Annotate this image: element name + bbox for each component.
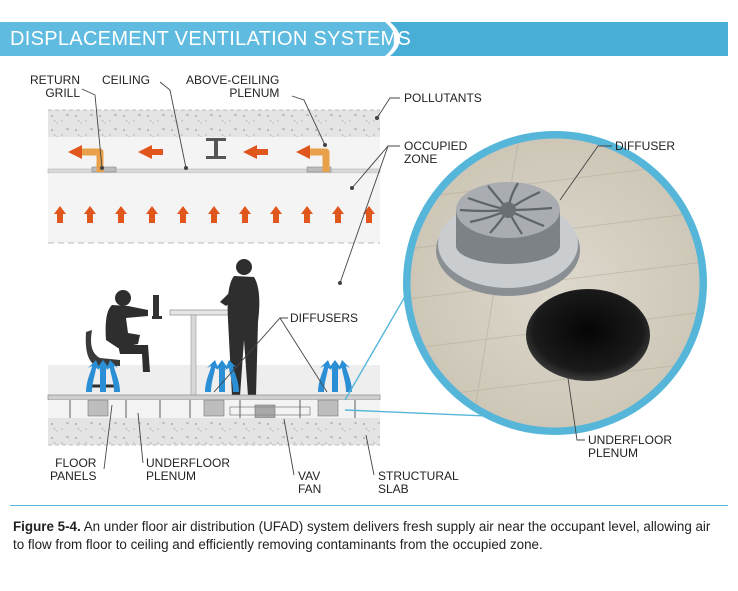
page-title: DISPLACEMENT VENTILATION SYSTEMS (10, 28, 412, 50)
raised-floor (47, 394, 381, 419)
floor-opening (526, 289, 650, 381)
label-occupied-zone: OCCUPIED ZONE (404, 139, 468, 166)
standing-person (220, 259, 260, 396)
label-ceiling: CEILING (102, 73, 151, 87)
label-structural-slab: STRUCTURAL SLAB (378, 469, 459, 496)
ceiling-slab (48, 109, 380, 137)
floor-diffuser-airflow (86, 360, 352, 392)
return-arrows (68, 145, 330, 172)
label-above-ceiling-plenum: ABOVE-CEILING PLENUM (186, 73, 280, 100)
label-underfloor-plenum-detail: UNDERFLOOR PLENUM (588, 433, 673, 460)
structural-slab (48, 418, 380, 446)
label-return-grill: RETURN GRILL (30, 73, 80, 100)
diffuser-detail-view (403, 131, 707, 435)
seated-person (85, 290, 150, 388)
label-diffuser: DIFFUSER (615, 139, 675, 153)
label-pollutants: POLLUTANTS (404, 91, 482, 105)
title-banner (0, 22, 728, 56)
i-beam (206, 138, 226, 159)
label-underfloor-plenum: UNDERFLOOR PLENUM (146, 456, 231, 483)
figure-caption: Figure 5-4. An under floor air distribut… (13, 518, 725, 554)
label-vav-fan: VAV FAN (298, 469, 322, 496)
return-grill-left (91, 166, 117, 173)
caption-divider (10, 505, 728, 506)
caption-text: An under floor air distribution (UFAD) s… (13, 519, 711, 552)
return-grill-right (306, 166, 332, 173)
label-diffusers: DIFFUSERS (290, 311, 359, 325)
ufad-diagram (47, 81, 707, 476)
label-floor-panels: FLOOR PANELS (50, 456, 97, 483)
figure-number: Figure 5-4. (13, 519, 81, 534)
leader-lines (81, 81, 612, 476)
